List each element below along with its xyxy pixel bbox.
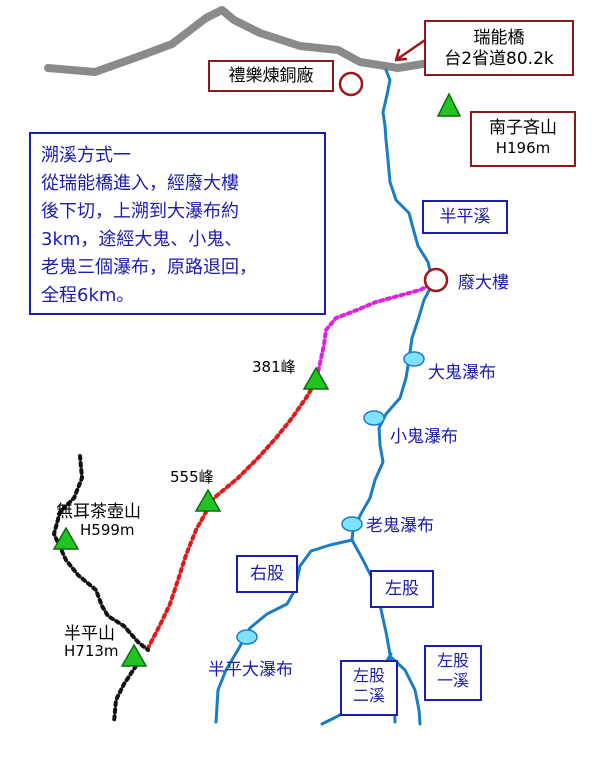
route-note-line-3: 後下切，上溯到大瀑布約 [41,201,239,222]
left-fork-second-label-line-2: 二溪 [352,686,385,705]
banping-great-falls-marker [236,629,258,645]
big-ghost-falls-marker [403,351,425,367]
abandoned-building-label: 廢大樓 [458,273,509,293]
nanziin-height: H196m [495,139,551,158]
peak-555-icon [194,488,222,512]
route-note-box: 溯溪方式一 從瑞能橋進入，經廢大樓 後下切，上溯到大瀑布約 3km，途經大鬼、小… [29,132,326,315]
right-fork-river [214,538,354,724]
old-ghost-falls-marker [341,516,363,532]
route-note-line-4: 3km，途經大鬼、小鬼、 [41,229,243,250]
banping-peak-name: 半平山 [64,624,115,644]
banping-stream-river [350,68,435,542]
banping-great-falls-label: 半平大瀑布 [208,660,293,680]
right-fork-label-box: 右股 [236,555,298,593]
route-note-line-1: 溯溪方式一 [41,145,131,166]
left-fork-second-label-line-1: 左股 [352,666,385,685]
peak-381-label: 381峰 [252,358,296,376]
bridge-road: 台2省道80.2k [444,49,554,70]
left-fork-label-box: 左股 [370,570,434,608]
abandoned-building-marker [423,267,449,293]
wuer-peak-height: H599m [80,521,135,539]
route-magenta-dotted [316,280,438,374]
bridge-name: 瑞能橋 [473,28,525,48]
peak-555-label: 555峰 [170,468,214,486]
nanziin-peak-icon [436,92,462,117]
nanziin-name: 南子吝山 [489,118,557,138]
left-fork-first-stream-river [390,656,422,726]
nanziin-label-box: 南子吝山 H196m [470,111,576,167]
banping-stream-label-box: 半平溪 [422,200,508,234]
old-ghost-falls-label: 老鬼瀑布 [366,516,434,536]
wuer-peak-icon [52,526,80,550]
left-fork-second-label-box: 左股 二溪 [340,660,398,716]
big-ghost-falls-label: 大鬼瀑布 [428,363,496,383]
bridge-label-box: 瑞能橋 台2省道80.2k [424,20,574,76]
route-note-line-2: 從瑞能橋進入，經廢大樓 [41,173,239,194]
trail-black-dotted-south [112,658,142,724]
trail-black-dotted-north [51,454,150,652]
left-fork-first-label-line-2: 一溪 [436,671,469,690]
factory-marker [338,71,364,97]
small-ghost-falls-marker [363,410,385,426]
route-red-dotted [146,376,320,650]
bridge-pointer-arrow [394,36,430,62]
factory-name: 禮樂煉銅廠 [228,66,314,86]
left-fork-label: 左股 [385,579,419,599]
right-fork-label: 右股 [250,564,284,584]
left-fork-first-label-line-1: 左股 [436,651,469,670]
wuer-peak-name: 無耳茶壺山 [56,502,141,522]
highway-road [44,6,439,76]
banping-peak-height: H713m [64,642,119,660]
route-note-line-6: 全程6km。 [41,285,135,306]
banping-stream-label: 半平溪 [439,207,491,227]
banping-peak-icon [120,643,148,667]
peak-381-icon [302,366,330,390]
left-fork-first-label-box: 左股 一溪 [424,645,482,701]
small-ghost-falls-label: 小鬼瀑布 [390,427,458,447]
route-note-line-5: 老鬼三個瀑布，原路退回， [41,257,257,278]
factory-label-box: 禮樂煉銅廠 [208,60,334,92]
